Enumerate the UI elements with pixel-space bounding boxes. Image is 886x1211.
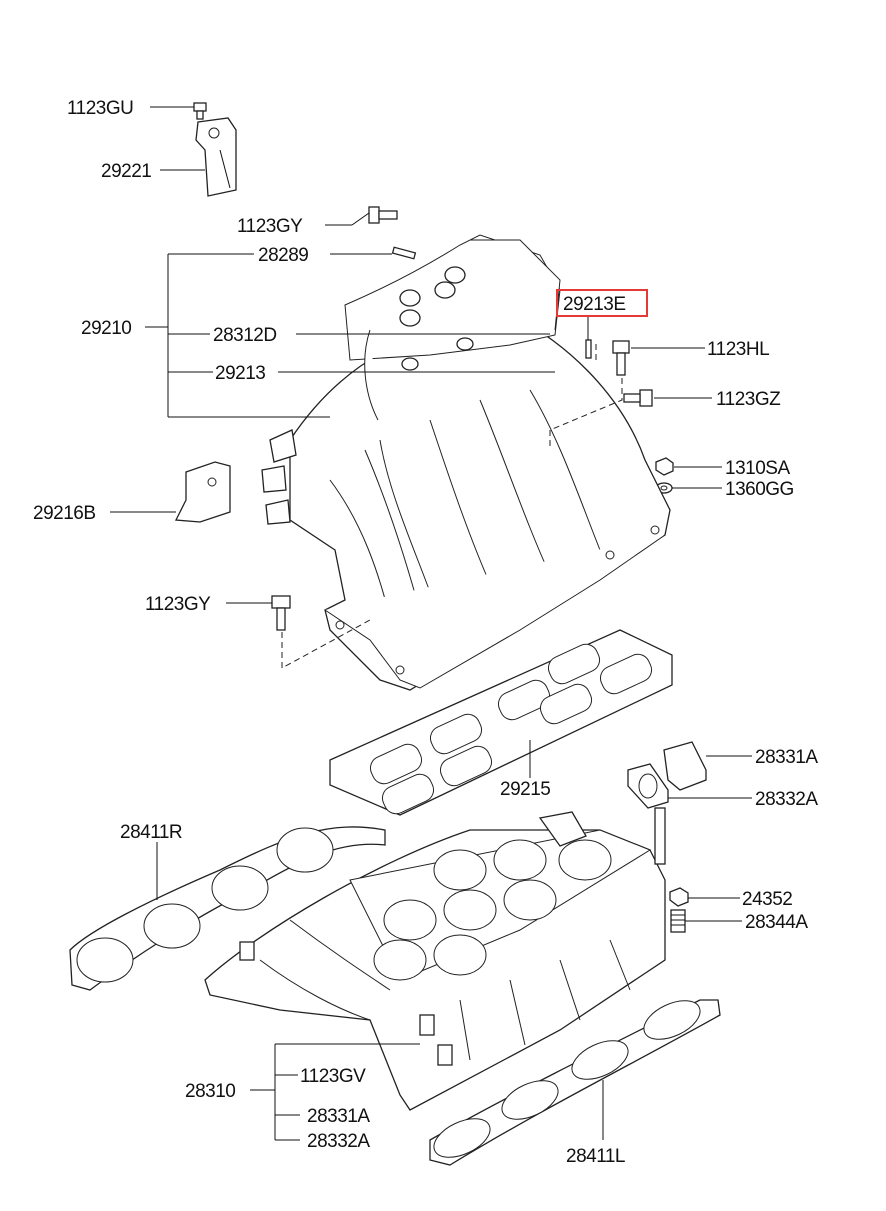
- nut-1310SA: [655, 457, 674, 476]
- guide-line-bolt: [281, 619, 371, 669]
- label-28411R[interactable]: 28411R: [120, 822, 183, 843]
- label-28331A-right[interactable]: 28331A: [755, 747, 819, 768]
- label-1123HL[interactable]: 1123HL: [707, 339, 770, 360]
- label-1123GU[interactable]: 1123GU: [67, 98, 134, 119]
- label-29216B[interactable]: 29216B: [33, 503, 96, 524]
- bolt-1123GY-mid: [271, 595, 291, 631]
- bracket-29221: [195, 117, 237, 197]
- label-28332A-right[interactable]: 28332A: [755, 789, 819, 810]
- label-29215[interactable]: 29215: [500, 779, 551, 800]
- nut-24352: [669, 887, 689, 907]
- bolt-1123HL: [612, 340, 630, 376]
- spring-28344A: [670, 909, 686, 933]
- label-24352[interactable]: 24352: [742, 889, 793, 910]
- gasket-28411L: [429, 999, 721, 1166]
- upper-intake-manifold-29210: [261, 234, 671, 691]
- label-28312D[interactable]: 28312D: [213, 325, 277, 346]
- label-28289[interactable]: 28289: [258, 245, 309, 266]
- bolt-1123GZ: [623, 389, 653, 407]
- lower-intake-manifold-28310: [204, 811, 666, 1111]
- pin-29213E: [585, 339, 592, 359]
- stud-1123GV: [654, 807, 666, 865]
- label-1123GY-top[interactable]: 1123GY: [237, 216, 304, 237]
- label-29213E[interactable]: 29213E: [563, 294, 626, 315]
- label-28310[interactable]: 28310: [185, 1081, 236, 1102]
- label-1360GG[interactable]: 1360GG: [725, 479, 794, 500]
- gasket-28411R: [69, 826, 386, 991]
- gasket-28332A: [627, 763, 669, 809]
- label-1123GZ[interactable]: 1123GZ: [716, 389, 782, 410]
- label-28332A-bottom[interactable]: 28332A: [307, 1131, 371, 1152]
- bolt-1123GY-top: [368, 206, 398, 224]
- bracket-29216B: [174, 461, 231, 523]
- gasket-29215: [329, 629, 673, 816]
- label-28331A-bottom[interactable]: 28331A: [307, 1106, 371, 1127]
- label-1123GV[interactable]: 1123GV: [300, 1066, 367, 1087]
- highlight-29213E: [556, 289, 648, 317]
- leader-lines: [110, 106, 752, 1141]
- label-29213[interactable]: 29213: [215, 363, 266, 384]
- label-29210[interactable]: 29210: [81, 318, 132, 339]
- label-28411L[interactable]: 28411L: [566, 1146, 626, 1167]
- cover-28331A: [663, 741, 707, 791]
- label-28344A[interactable]: 28344A: [745, 912, 809, 933]
- label-1310SA[interactable]: 1310SA: [725, 458, 791, 479]
- bolt-1123GU: [193, 102, 207, 120]
- stud-28289: [391, 246, 417, 260]
- label-1123GY-mid[interactable]: 1123GY: [145, 594, 212, 615]
- guide-line-1123HL: [549, 378, 623, 450]
- label-29221[interactable]: 29221: [101, 161, 152, 182]
